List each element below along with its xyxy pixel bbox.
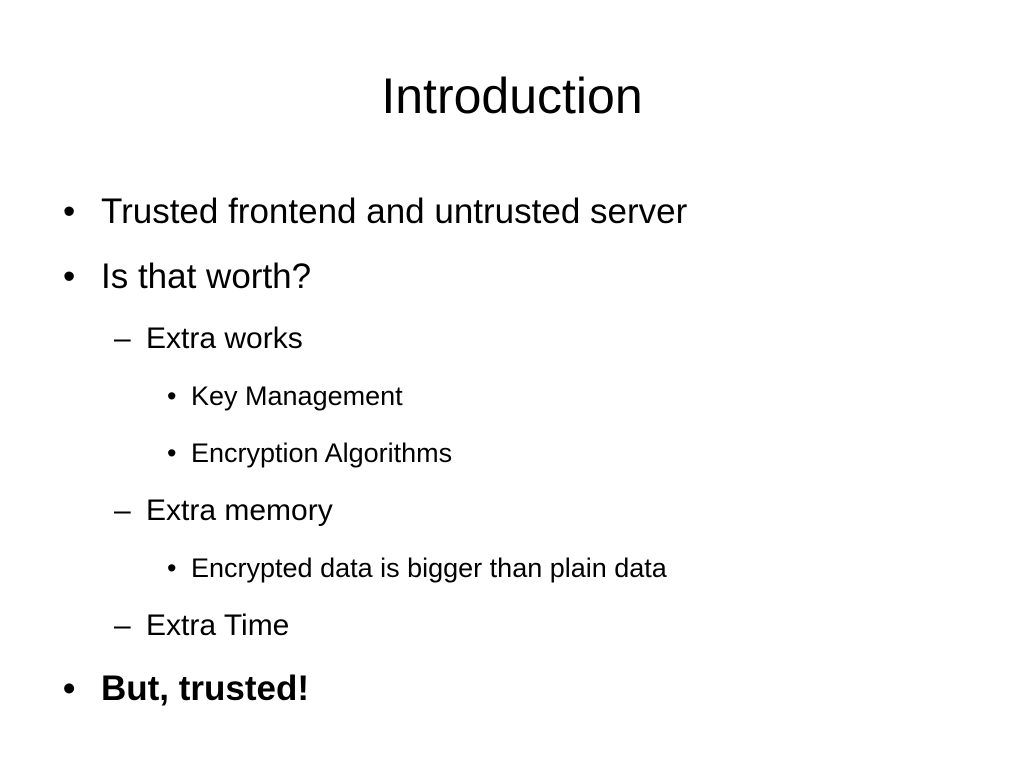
bullet-text: But, trusted! (101, 669, 310, 708)
bullet-text: Trusted frontend and untrusted server (101, 192, 688, 231)
dash-icon: – (114, 494, 131, 527)
bullet-item-level2: – Extra works (114, 320, 303, 358)
bullet-item-level1: • Trusted frontend and untrusted server (63, 190, 688, 234)
dash-icon: – (114, 609, 131, 642)
bullet-icon: • (63, 669, 76, 708)
bullet-text: Encrypted data is bigger than plain data (191, 553, 667, 583)
bullet-text: Extra memory (146, 494, 333, 527)
slide-title: Introduction (381, 68, 643, 124)
bullet-icon: • (167, 381, 177, 411)
bullet-item-level2: – Extra Time (114, 607, 290, 645)
bullet-item-level3: • Key Management (167, 379, 403, 413)
bullet-item-level2: – Extra memory (114, 492, 333, 530)
bullet-item-level3: • Encrypted data is bigger than plain da… (167, 551, 667, 585)
bullet-icon: • (167, 553, 177, 583)
bullet-icon: • (63, 192, 76, 231)
bullet-item-level3: • Encryption Algorithms (167, 436, 453, 470)
bullet-item-level1: • But, trusted! (63, 667, 310, 711)
bullet-text: Is that worth? (101, 257, 312, 296)
dash-icon: – (114, 322, 131, 355)
bullet-text: Key Management (191, 381, 403, 411)
bullet-icon: • (63, 257, 76, 296)
bullet-text: Extra Time (146, 609, 290, 642)
bullet-text: Extra works (146, 322, 303, 355)
bullet-item-level1: • Is that worth? (63, 255, 312, 299)
bullet-icon: • (167, 438, 177, 468)
bullet-text: Encryption Algorithms (191, 438, 453, 468)
